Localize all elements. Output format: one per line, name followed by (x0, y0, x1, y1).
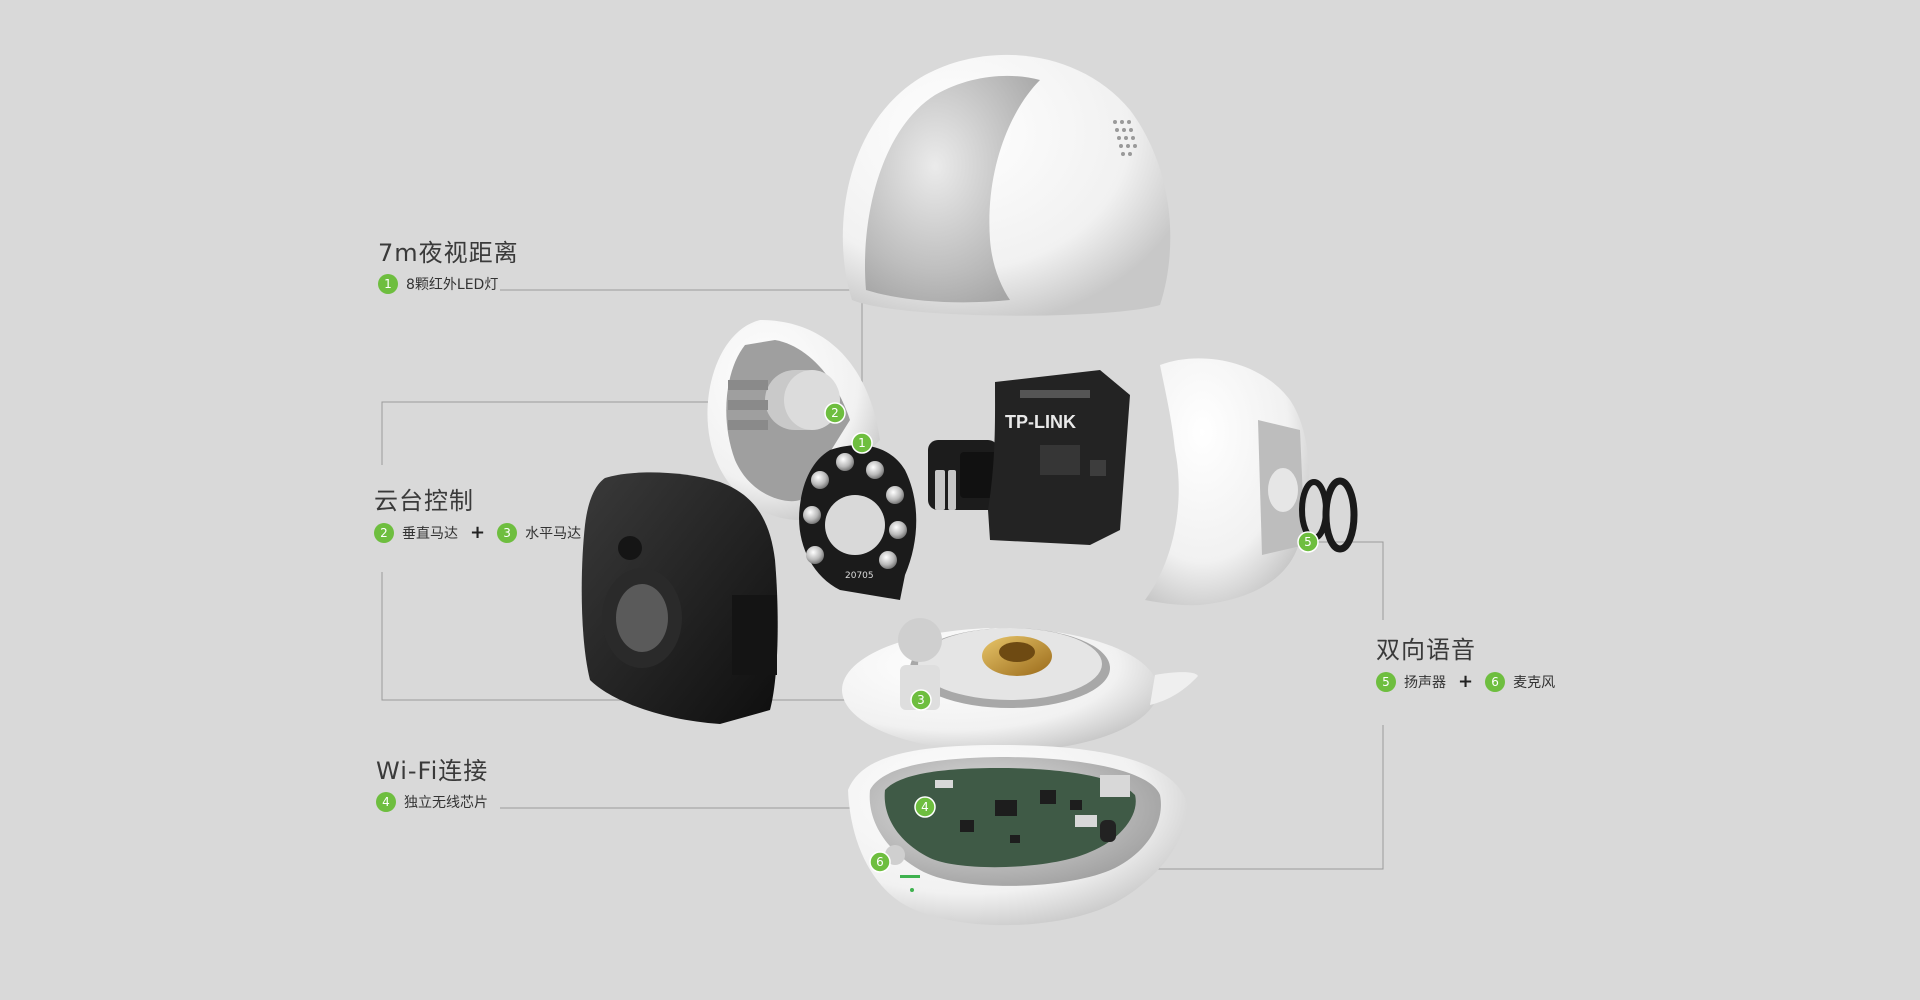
feature-title: 双向语音 (1376, 636, 1476, 664)
plus-sign: + (470, 522, 486, 543)
svg-text:3: 3 (917, 693, 925, 707)
bottom-base-pcb (848, 745, 1187, 926)
ir-led-cluster (803, 453, 907, 569)
feature-item-row: 5 扬声器 + 6 麦克风 (1376, 671, 1555, 692)
item-label: 扬声器 (1404, 674, 1446, 691)
feature-wifi: Wi-Fi连接 4 独立无线芯片 (376, 756, 488, 812)
marker-5: 5 (1297, 531, 1319, 553)
plus-sign: + (1458, 671, 1474, 692)
svg-text:2: 2 (831, 406, 839, 420)
item-number-badge: 5 (1376, 671, 1396, 692)
item-number-badge: 3 (497, 522, 518, 543)
feature-ptz-control: 云台控制 2 垂直马达 + 3 水平马达 (374, 486, 581, 543)
leader-line-voice-top (1308, 541, 1384, 620)
feature-night-vision: 7m夜视距离 1 8颗红外LED灯 (378, 238, 519, 294)
feature-item-row: 1 8颗红外LED灯 (378, 274, 519, 294)
marker-1: 1 (851, 432, 873, 454)
item-number-badge: 4 (376, 792, 396, 812)
item-label: 水平马达 (525, 525, 582, 542)
item-label: 8颗红外LED灯 (406, 277, 499, 293)
led-ring-board: 20705 (799, 445, 917, 600)
feature-title: Wi-Fi连接 (376, 757, 489, 785)
sensor-board-brand: TP-LINK (1005, 412, 1076, 432)
marker-3: 3 (910, 689, 932, 711)
marker-4: 4 (914, 796, 936, 818)
item-label: 独立无线芯片 (404, 795, 488, 811)
feature-title: 7m夜视距离 (378, 239, 519, 267)
svg-text:4: 4 (921, 800, 929, 814)
svg-text:6: 6 (876, 855, 884, 869)
marker-2: 2 (824, 402, 846, 424)
black-front-housing (581, 472, 778, 724)
item-number-badge: 2 (374, 522, 394, 543)
top-dome-shell (842, 54, 1171, 316)
rotation-base-gear (842, 618, 1198, 752)
feature-title: 云台控制 (374, 487, 474, 515)
marker-6: 6 (869, 851, 891, 873)
markers: 1 2 3 4 5 6 (824, 402, 1319, 873)
svg-text:5: 5 (1304, 535, 1312, 549)
feature-item-row: 2 垂直马达 + 3 水平马达 (374, 522, 581, 543)
feature-two-way-audio: 双向语音 5 扬声器 + 6 麦克风 (1376, 635, 1555, 692)
mic-holes (1113, 120, 1137, 156)
camera-module: TP-LINK (928, 370, 1130, 545)
feature-item-row: 4 独立无线芯片 (376, 792, 488, 812)
right-side-shell (1145, 358, 1358, 606)
svg-text:1: 1 (858, 436, 866, 450)
board-code: 20705 (845, 571, 874, 581)
item-number-badge: 1 (378, 274, 398, 294)
item-label: 麦克风 (1513, 674, 1556, 691)
item-label: 垂直马达 (402, 525, 458, 542)
item-number-badge: 6 (1485, 671, 1506, 692)
